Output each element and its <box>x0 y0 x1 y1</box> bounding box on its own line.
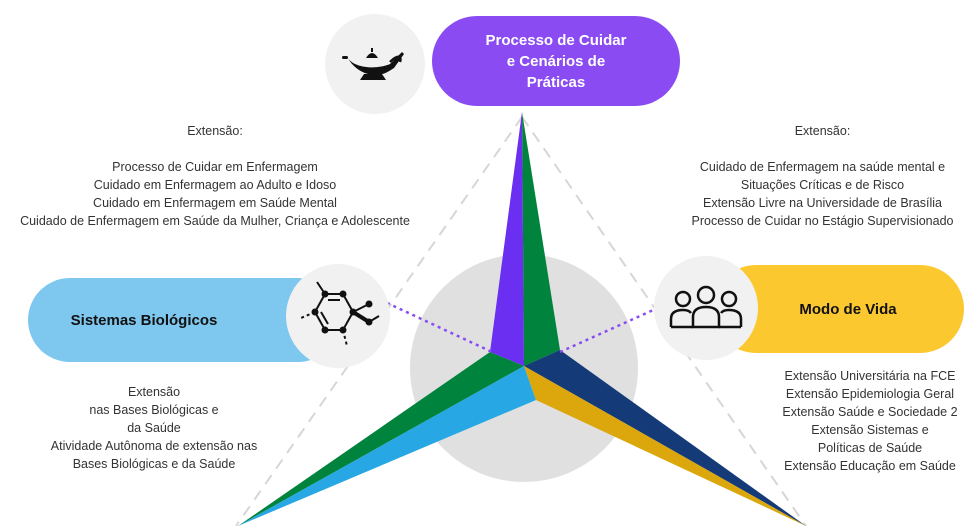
extensao-item: Extensão Livre na Universidade de Brasíl… <box>702 196 943 210</box>
extensao-item: Cuidado em Enfermagem ao Adulto e Idoso <box>93 178 337 192</box>
extensao-item: Processo de Cuidar no Estágio Supervisio… <box>691 214 954 228</box>
extensao-item: Cuidado de Enfermagem em Saúde da Mulher… <box>20 214 410 228</box>
molecule-icon-circle <box>286 264 390 368</box>
star-left-upper <box>238 352 524 526</box>
molecule-icon <box>300 281 380 347</box>
extensao-heading: Extensão: <box>794 124 851 138</box>
people-group-icon <box>669 285 743 329</box>
extensao-item: Situações Críticas e de Risco <box>740 178 905 192</box>
star-right-lower <box>524 366 806 526</box>
node-sistemas-biologicos-title: Sistemas Biológicos <box>70 311 218 329</box>
star-top-left <box>490 112 524 366</box>
text-extensao-modo-de-vida: Extensão Universitária na FCE Extensão E… <box>775 367 965 475</box>
extensao-item: Extensão Educação em Saúde <box>784 459 956 473</box>
node-modo-de-vida-title: Modo de Vida <box>799 300 897 318</box>
extensao-item: Políticas de Saúde <box>817 441 923 455</box>
star-left-lower <box>238 366 536 526</box>
oil-lamp-icon <box>342 48 404 80</box>
extensao-item: da Saúde <box>127 421 181 435</box>
star-right-upper <box>524 350 806 526</box>
extensao-item: nas Bases Biológicas e <box>89 403 219 417</box>
node-processo-cuidar-title: Processo de Cuidar e Cenários de Prática… <box>485 31 627 91</box>
extensao-item: Cuidado em Enfermagem em Saúde Mental <box>93 196 337 210</box>
extensao-heading: Extensão: <box>187 124 243 138</box>
text-extensao-processo-cuidar: Extensão: Processo de Cuidar em Enfermag… <box>0 122 430 230</box>
star-top-right <box>522 112 560 366</box>
extensao-item: Processo de Cuidar em Enfermagem <box>112 160 318 174</box>
oil-lamp-icon-circle <box>325 14 425 114</box>
text-extensao-cenarios: Extensão: Cuidado de Enfermagem na saúde… <box>680 122 965 230</box>
extensao-item: Extensão Universitária na FCE <box>784 369 956 383</box>
extensao-item: Extensão Epidemiologia Geral <box>785 387 955 401</box>
extensao-item: Bases Biológicas e da Saúde <box>72 457 236 471</box>
people-group-icon-circle <box>654 256 758 360</box>
extensao-item: Extensão <box>127 385 181 399</box>
extensao-item: Cuidado de Enfermagem na saúde mental e <box>699 160 946 174</box>
extensao-item: Atividade Autônoma de extensão nas <box>50 439 258 453</box>
connector-right <box>559 296 681 354</box>
extensao-item: Extensão Saúde e Sociedade 2 <box>782 405 958 419</box>
node-processo-cuidar: Processo de Cuidar e Cenários de Prática… <box>432 16 680 106</box>
extensao-item: Extensão Sistemas e <box>811 423 929 437</box>
text-extensao-sistemas-biologicos: Extensão nas Bases Biológicas e da Saúde… <box>36 383 272 473</box>
